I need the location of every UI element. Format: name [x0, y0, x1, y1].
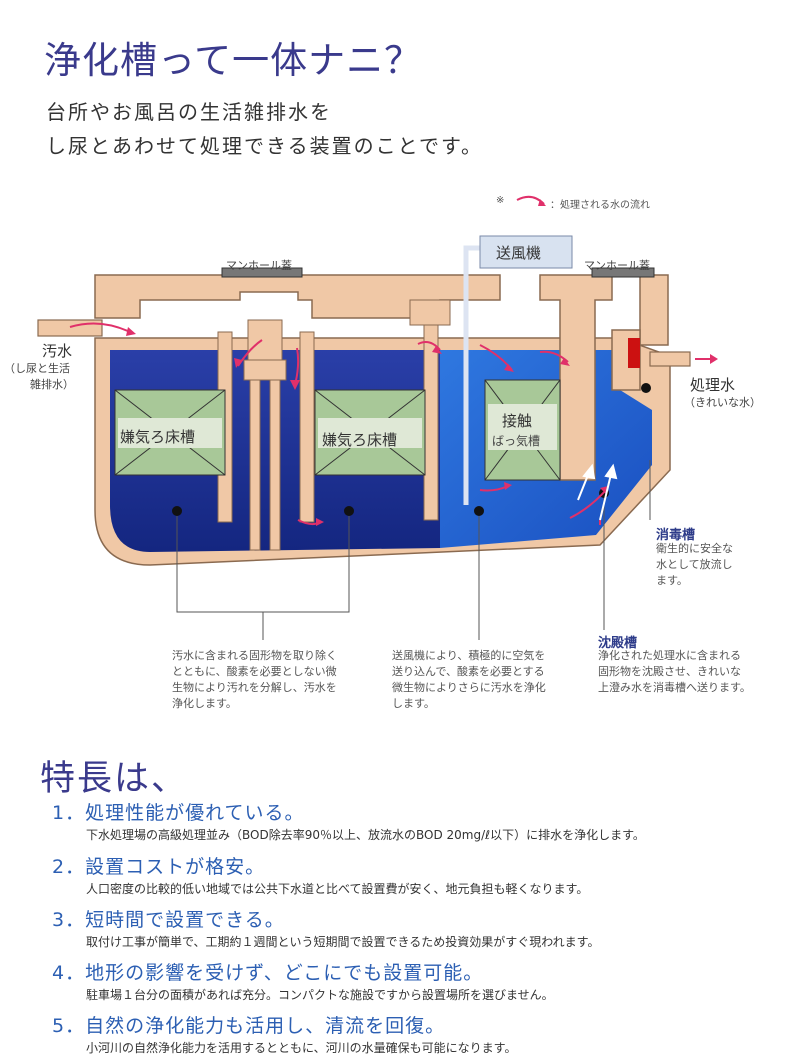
disinfection-title: 消毒槽	[656, 528, 696, 543]
chamber-2-label: 嫌気ろ床槽	[322, 431, 398, 449]
feature-2-title: 2．設置コストが格安。	[52, 856, 266, 878]
feature-3-title: 3．短時間で設置できる。	[52, 909, 285, 931]
page-title: 浄化槽って一体ナニ？	[44, 39, 423, 82]
chamber-1-label: 嫌気ろ床槽	[120, 428, 196, 446]
feature-3-desc: 取付け工事が簡単で、工期約１週間という短期間で設置できるため投資効果がすぐ現われ…	[86, 935, 600, 949]
feature-4-title: 4．地形の影響を受けず、どこにでも設置可能。	[52, 962, 484, 984]
manhole-cover-right	[591, 267, 655, 278]
blower-box	[479, 235, 573, 269]
septic-tank-diagram	[37, 235, 718, 640]
manhole-cover-left	[221, 267, 303, 278]
inlet-label: 汚水	[42, 342, 73, 360]
feature-5-title: 5．自然の浄化能力も活用し、清流を回復。	[52, 1015, 446, 1037]
disinfection-valve	[628, 338, 640, 368]
sedimentation-desc: 浄化された処理水に含まれる 固形物を沈殿させ、きれいな 上澄み水を消毒槽へ送りま…	[598, 649, 751, 694]
inlet-sub-2: 雑排水）	[30, 378, 74, 391]
top-structure	[94, 274, 501, 319]
manhole-left-label: マンホール蓋	[226, 259, 292, 272]
features-heading: 特長は、	[40, 759, 189, 799]
disinfection-desc: 衛生的に安全な 水として放流し ます。	[656, 542, 733, 587]
feature-1-desc: 下水処理場の高級処理並み（BOD除去率90％以上、放流水のBOD 20mg/ℓ以…	[86, 828, 645, 842]
legend-marker: ※	[496, 195, 505, 206]
blower-label: 送風機	[496, 244, 542, 262]
sedimentation-title: 沈殿槽	[598, 636, 638, 651]
legend-text: ：処理される水の流れ	[550, 200, 650, 211]
chamber-3-label-2: ばっ気槽	[492, 434, 541, 448]
inlet-sub-1: （し尿と生活	[4, 362, 70, 375]
media-box-3	[484, 379, 561, 481]
anaerobic-desc: 汚水に含まれる固形物を取り除く とともに、酸素を必要としない微 生物により汚れを…	[172, 649, 337, 710]
feature-1-title: 1．処理性能が優れている。	[52, 802, 305, 824]
media-box-2	[314, 389, 426, 476]
chamber-3-label-1: 接触	[502, 412, 533, 430]
air-pipe	[463, 245, 480, 505]
intro-line-2: し尿とあわせて処理できる装置のことです。	[46, 134, 483, 158]
media-box-1	[114, 389, 226, 476]
manhole-right-label: マンホール蓋	[584, 259, 650, 272]
outlet-label: 処理水	[690, 376, 736, 394]
feature-5-desc: 小河川の自然浄化能力を活用するとともに、河川の水量確保も可能になります。	[86, 1041, 517, 1055]
feature-2-desc: 人口密度の比較的低い地域では公共下水道と比べて設置費が安く、地元負担も軽くなりま…	[86, 882, 589, 896]
intro-line-1: 台所やお風呂の生活雑排水を	[46, 100, 332, 124]
aeration-desc: 送風機により、積極的に空気を 送り込んで、酸素を必要とする 微生物によりさらに汚…	[392, 649, 546, 710]
outlet-sub: （きれいな水）	[684, 396, 761, 409]
flow-arrow-icon	[516, 195, 546, 206]
feature-4-desc: 駐車場１台分の面積があれば充分。コンパクトな施設ですから設置場所を選びません。	[86, 988, 554, 1002]
